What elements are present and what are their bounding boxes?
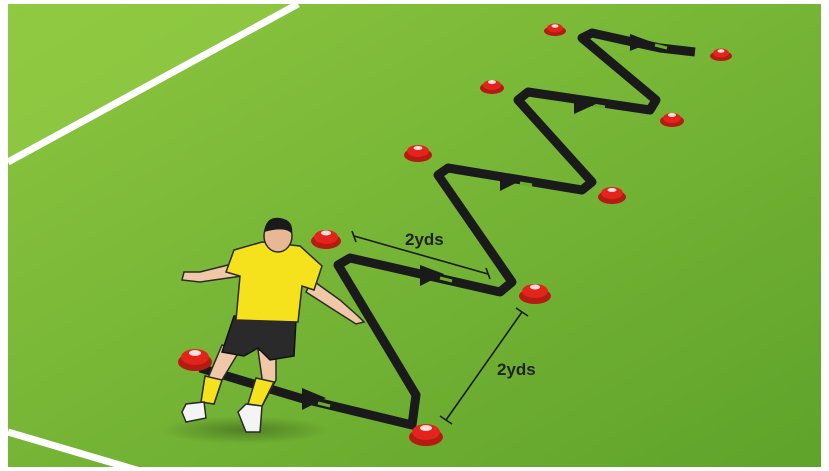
path-gap-mark	[519, 181, 533, 187]
vertical-distance-marker	[439, 307, 529, 425]
cone	[660, 113, 684, 127]
path-arrow	[420, 265, 444, 286]
cone	[311, 230, 341, 249]
player-shorts	[221, 315, 297, 361]
cone	[544, 23, 566, 36]
player-left-shoe	[181, 401, 207, 423]
pitch-line-top	[6, 0, 300, 166]
path-arrow	[574, 96, 596, 114]
cone	[598, 187, 626, 204]
player-left-sock	[200, 375, 223, 405]
path-gap-mark	[317, 401, 331, 408]
cone	[404, 145, 432, 162]
path-arrow	[630, 34, 652, 51]
path-gap-mark	[439, 276, 453, 283]
player-right-arm	[305, 278, 366, 325]
path-arrow	[500, 172, 522, 191]
player-hair	[264, 217, 293, 234]
horizontal-distance-marker	[351, 230, 491, 280]
cone	[178, 349, 212, 371]
path-gap-mark	[592, 103, 606, 109]
cone	[480, 80, 504, 94]
cone	[710, 48, 732, 61]
path-arrow	[302, 388, 326, 410]
vertical-distance-label: 2yds	[497, 360, 536, 379]
player-right-shoe	[237, 403, 263, 433]
pitch-line-bottom	[7, 428, 141, 471]
cone	[519, 284, 551, 304]
cone	[409, 424, 443, 446]
horizontal-distance-label: 2yds	[405, 230, 444, 249]
path-gap-mark	[654, 43, 668, 50]
cone-group	[178, 23, 732, 446]
player-figure	[160, 217, 366, 444]
